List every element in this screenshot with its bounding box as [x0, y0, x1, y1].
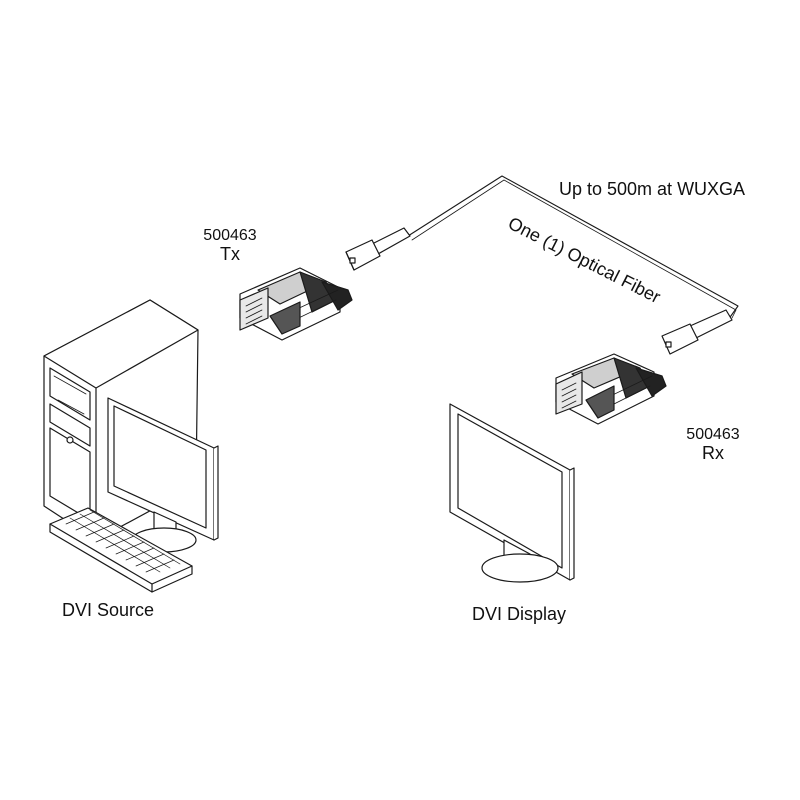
source-monitor	[107, 397, 219, 553]
dvi-source-label: DVI Source	[61, 600, 155, 620]
rx-receiver-module	[555, 353, 667, 425]
keyboard	[49, 507, 193, 593]
tx-part-number: 500463	[203, 227, 257, 244]
dvi-display-label: DVI Display	[471, 604, 567, 624]
rx-label: Rx	[702, 443, 724, 463]
tx-transmitter-module	[239, 267, 353, 341]
tx-label: Tx	[220, 244, 240, 264]
rx-part-number: 500463	[686, 426, 740, 443]
tx-fiber-connector	[345, 227, 411, 271]
rx-fiber-connector	[661, 309, 733, 355]
optical-fiber-cable	[407, 175, 739, 321]
display-monitor	[449, 403, 575, 583]
distance-label: Up to 500m at WUXGA	[559, 179, 746, 199]
